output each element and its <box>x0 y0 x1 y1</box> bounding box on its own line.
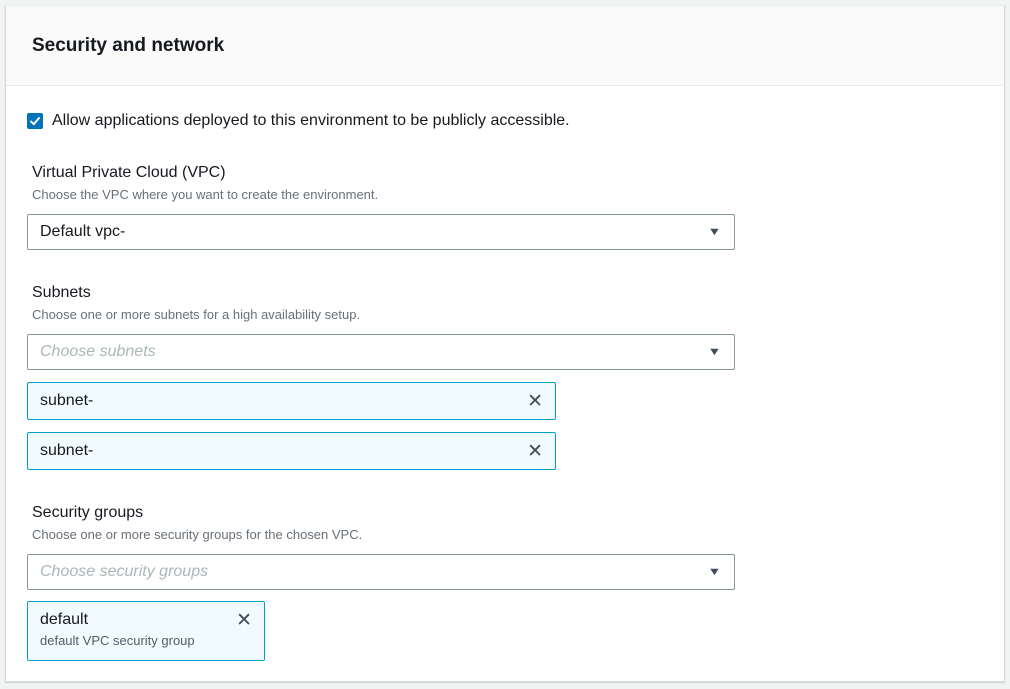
panel-header: Security and network <box>6 6 1004 86</box>
security-groups-field: Security groups Choose one or more secur… <box>27 503 1004 661</box>
public-access-label[interactable]: Allow applications deployed to this envi… <box>52 112 570 129</box>
panel-title: Security and network <box>32 34 225 56</box>
security-and-network-panel: Security and network Allow applications … <box>5 5 1005 682</box>
public-access-checkbox[interactable] <box>27 113 43 129</box>
public-access-row: Allow applications deployed to this envi… <box>27 112 1004 130</box>
security-group-token-text: default default VPC security group <box>40 611 195 648</box>
vpc-selected-value: Default vpc- <box>40 223 126 240</box>
security-groups-select[interactable]: Choose security groups ▼ <box>27 554 735 590</box>
subnets-field: Subnets Choose one or more subnets for a… <box>27 283 1004 470</box>
chevron-down-icon: ▼ <box>707 565 722 578</box>
security-groups-placeholder: Choose security groups <box>40 563 209 580</box>
subnet-token-label: subnet- <box>40 442 94 459</box>
security-groups-description: Choose one or more security groups for t… <box>32 527 363 542</box>
vpc-label: Virtual Private Cloud (VPC) <box>32 164 226 181</box>
security-group-token-label: default <box>40 611 89 628</box>
subnet-token-label: subnet- <box>40 392 94 409</box>
vpc-select[interactable]: Default vpc- ▼ <box>27 214 735 250</box>
subnets-description: Choose one or more subnets for a high av… <box>32 307 361 322</box>
subnets-label: Subnets <box>32 284 91 301</box>
subnets-select[interactable]: Choose subnets ▼ <box>27 334 735 370</box>
subnet-token: subnet- ✕ <box>27 382 556 420</box>
panel-body: Allow applications deployed to this envi… <box>6 86 1004 661</box>
vpc-field: Virtual Private Cloud (VPC) Choose the V… <box>27 163 1004 250</box>
security-group-token: default default VPC security group ✕ <box>27 601 265 661</box>
security-group-token-description: default VPC security group <box>40 633 195 648</box>
security-groups-label: Security groups <box>32 504 144 521</box>
chevron-down-icon: ▼ <box>707 345 722 358</box>
dismiss-icon[interactable]: ✕ <box>527 390 543 412</box>
dismiss-icon[interactable]: ✕ <box>236 610 252 631</box>
checkmark-icon <box>30 117 40 126</box>
vpc-description: Choose the VPC where you want to create … <box>32 187 379 202</box>
subnets-placeholder: Choose subnets <box>40 343 156 360</box>
subnet-token: subnet- ✕ <box>27 432 556 470</box>
chevron-down-icon: ▼ <box>707 225 722 238</box>
dismiss-icon[interactable]: ✕ <box>527 440 543 462</box>
